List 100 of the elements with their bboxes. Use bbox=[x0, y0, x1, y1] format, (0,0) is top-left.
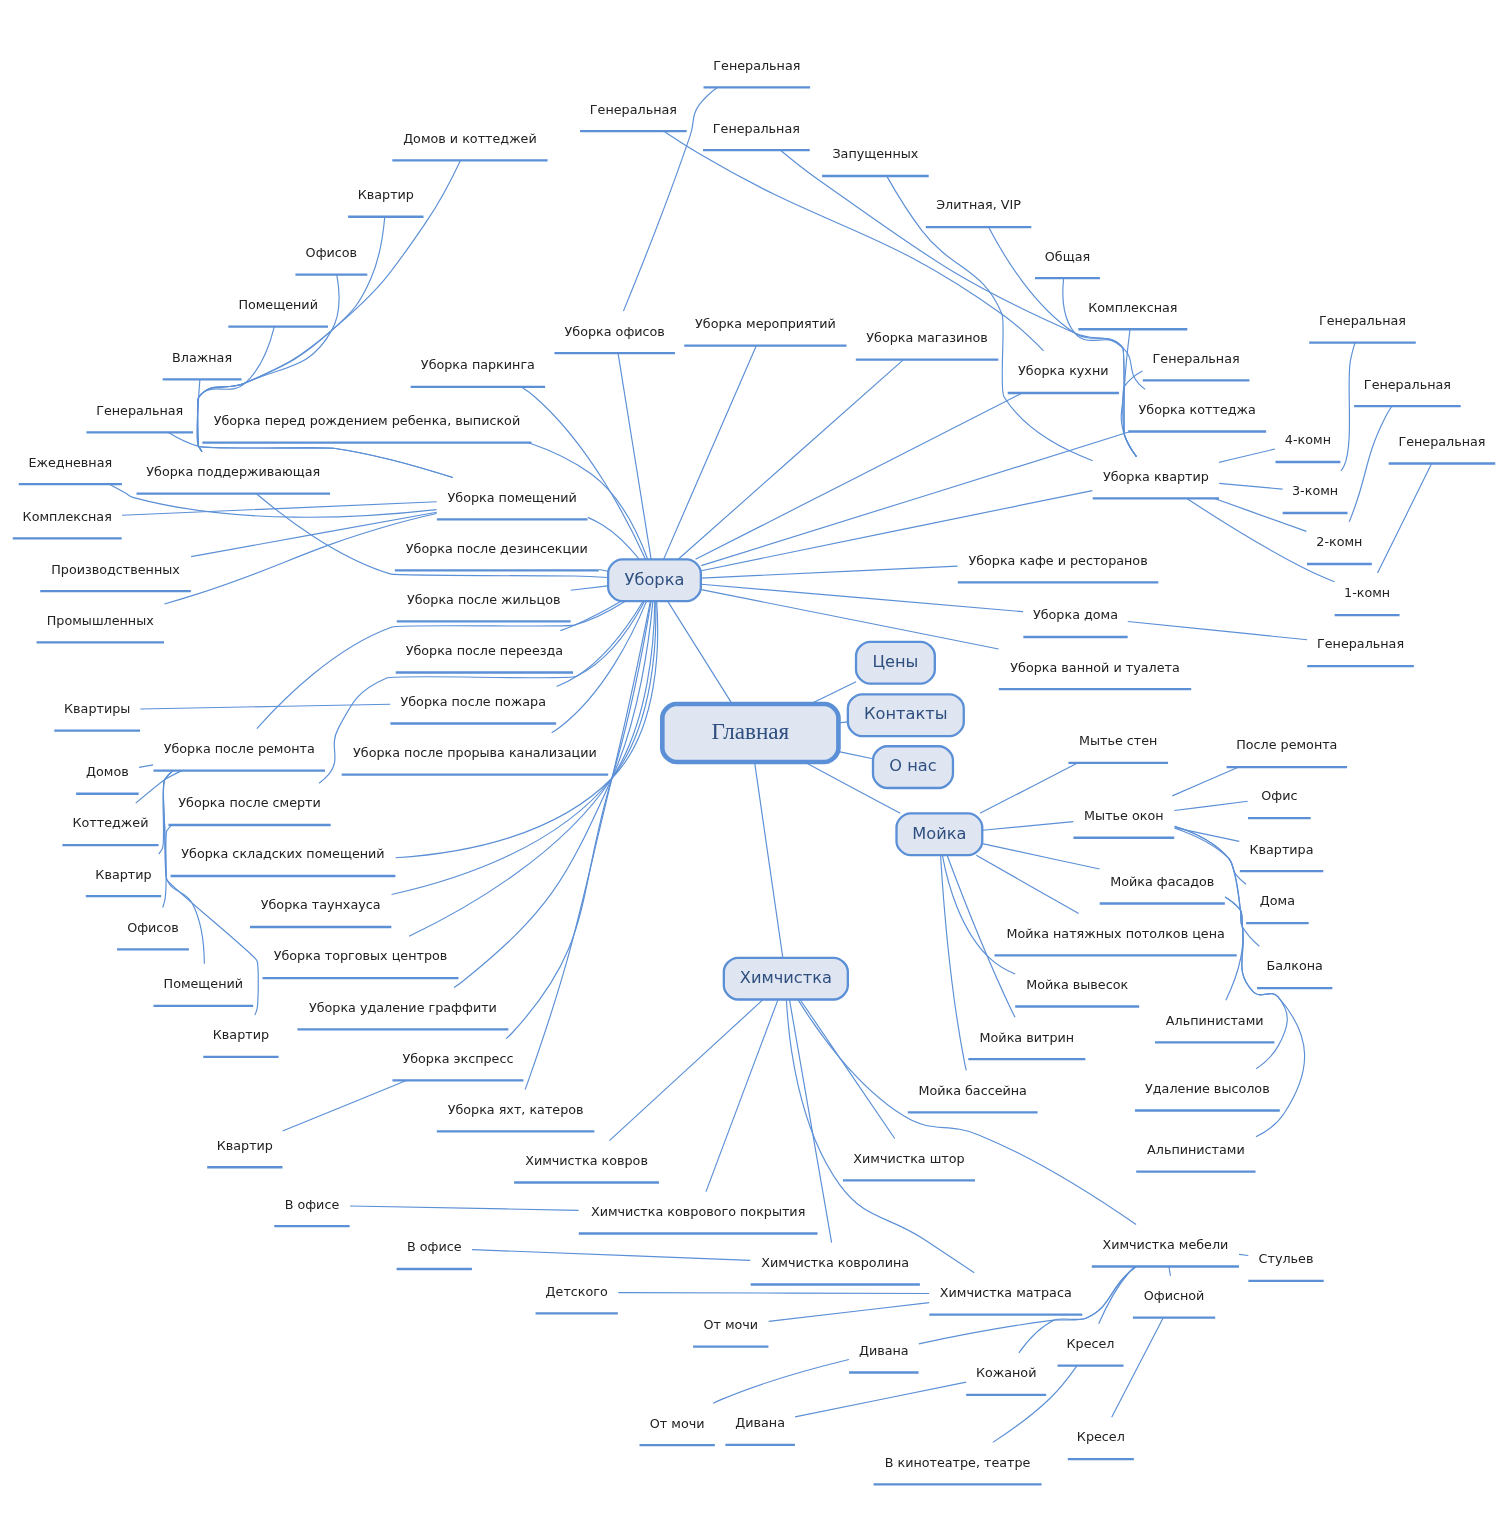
node-text: Генеральная bbox=[1398, 433, 1486, 449]
connector bbox=[165, 824, 259, 1016]
node-text: Стульев bbox=[1258, 1251, 1314, 1267]
connector bbox=[1174, 827, 1240, 842]
connector bbox=[598, 568, 609, 572]
node-text: Комплексная bbox=[1088, 299, 1178, 315]
connector bbox=[886, 175, 1094, 462]
connector bbox=[1186, 498, 1336, 583]
node-text: Офисов bbox=[305, 244, 358, 260]
connector bbox=[1098, 1266, 1136, 1325]
connector bbox=[667, 600, 733, 705]
node-text: Уборка удаление граффити bbox=[308, 999, 497, 1015]
connector bbox=[946, 854, 1016, 1018]
connector bbox=[1238, 1253, 1249, 1257]
node-box: О нас bbox=[871, 745, 955, 790]
connector bbox=[349, 1205, 580, 1211]
node-text: Уборка кафе и ресторанов bbox=[968, 552, 1148, 568]
node-text: Квартир bbox=[216, 1137, 273, 1153]
node-text: Генеральная bbox=[1318, 312, 1407, 328]
node-text: Генеральная bbox=[1152, 350, 1240, 366]
node-text: Запущенных bbox=[832, 146, 919, 162]
node-text: Химчистка коврового покрытия bbox=[590, 1203, 806, 1219]
connector bbox=[1111, 1317, 1164, 1418]
connector bbox=[471, 1249, 751, 1261]
node-text: Уборка экспресс bbox=[402, 1050, 514, 1066]
node-text: Дивана bbox=[735, 1415, 786, 1431]
node-text: Уборка таунхауса bbox=[260, 897, 381, 913]
connector bbox=[453, 600, 654, 989]
connector bbox=[551, 601, 647, 734]
connector bbox=[121, 501, 438, 516]
node-text: 3-комн bbox=[1292, 483, 1339, 499]
connector bbox=[1224, 896, 1288, 1070]
connector bbox=[794, 1381, 967, 1418]
node-text: Уборка помещений bbox=[447, 489, 577, 505]
node-text: Альпинистами bbox=[1147, 1142, 1245, 1158]
node-text: Химчистка матраса bbox=[939, 1284, 1072, 1300]
connector bbox=[1218, 448, 1276, 463]
connector bbox=[663, 345, 757, 560]
connector bbox=[700, 565, 959, 579]
node-text: 1-комн bbox=[1344, 585, 1391, 601]
node-text: Домов bbox=[86, 764, 129, 780]
connector bbox=[1218, 482, 1284, 490]
connector bbox=[256, 600, 626, 730]
connector bbox=[282, 1079, 407, 1132]
node-text: Мойка вывесок bbox=[1026, 976, 1129, 992]
node-text: Мойка витрин bbox=[979, 1029, 1075, 1045]
connector bbox=[992, 1365, 1078, 1443]
node-text: Уборка ванной и туалета bbox=[1010, 659, 1180, 675]
connector bbox=[939, 854, 967, 1071]
connector bbox=[1340, 342, 1356, 472]
node-text: Квартир bbox=[212, 1027, 269, 1043]
node-text: Офисов bbox=[127, 919, 179, 935]
node-box: Уборка bbox=[607, 558, 702, 603]
node-text: Мойка бассейна bbox=[918, 1082, 1027, 1098]
connector bbox=[838, 751, 874, 760]
node-text: Уборка офисов bbox=[564, 323, 665, 339]
node-text: Производственных bbox=[51, 561, 180, 577]
node-text: Альпинистами bbox=[1165, 1012, 1264, 1028]
connector bbox=[622, 86, 718, 312]
node-box: Цены bbox=[854, 640, 936, 685]
node-text: 2-комн bbox=[1316, 534, 1363, 550]
node-text: 4-комн bbox=[1284, 432, 1332, 448]
connector bbox=[408, 600, 656, 937]
connector bbox=[663, 130, 1045, 352]
node-text: Уборка после жильцов bbox=[406, 591, 561, 607]
connector bbox=[700, 430, 1131, 567]
connector bbox=[788, 999, 833, 1244]
connector bbox=[1171, 766, 1239, 797]
node-text: Уборка квартир bbox=[1102, 468, 1209, 484]
connector bbox=[138, 764, 154, 768]
connector bbox=[837, 721, 849, 724]
node-text: Уборка после переезда bbox=[405, 642, 564, 658]
node-text: Общая bbox=[1044, 248, 1091, 264]
connector bbox=[256, 493, 609, 579]
node-text: Элитная, VIP bbox=[936, 197, 1021, 213]
node-text: Дома bbox=[1259, 893, 1295, 909]
node-text: После ремонта bbox=[1236, 737, 1338, 753]
connector bbox=[1174, 825, 1260, 947]
connector bbox=[1062, 277, 1138, 458]
node-text: Уборка коттеджа bbox=[1138, 401, 1256, 417]
connector bbox=[975, 854, 1080, 915]
connector bbox=[163, 512, 438, 605]
connector bbox=[162, 770, 205, 965]
node-text: Влажная bbox=[172, 349, 233, 365]
connector bbox=[1174, 825, 1244, 1001]
connector bbox=[979, 762, 1079, 814]
node-text: В офисе bbox=[406, 1239, 462, 1255]
connector bbox=[797, 999, 1137, 1226]
connector bbox=[1174, 827, 1247, 885]
node-text: Удаление высолов bbox=[1145, 1080, 1270, 1096]
connector bbox=[700, 583, 1024, 613]
connector bbox=[677, 359, 904, 560]
node-text: Химчистка ковролина bbox=[761, 1254, 910, 1270]
connector bbox=[712, 1358, 850, 1404]
connector bbox=[695, 392, 1023, 560]
connector bbox=[556, 600, 644, 688]
node-text: Детского bbox=[545, 1283, 608, 1299]
connector bbox=[520, 386, 647, 560]
node-text: Генеральная bbox=[1363, 376, 1451, 392]
connector bbox=[135, 770, 183, 804]
